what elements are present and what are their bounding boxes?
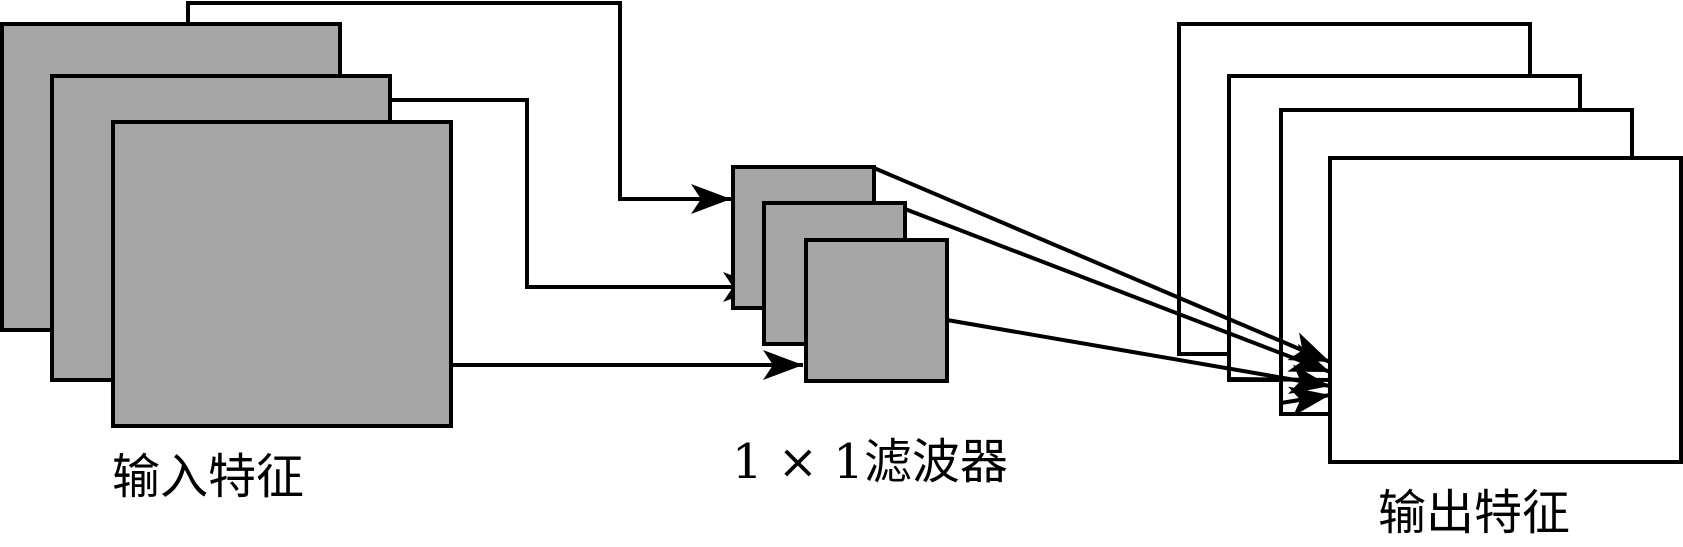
input-map-3 xyxy=(111,120,453,428)
connector-map1-filter1 xyxy=(186,1,731,214)
input-to-filter-connectors xyxy=(186,1,803,380)
output-features-label: 输出特征 xyxy=(1378,485,1571,541)
filter-to-output-connectors xyxy=(873,166,1331,417)
connector-filter-output-lower xyxy=(1228,377,1331,382)
output-map-4 xyxy=(1328,156,1683,464)
filter-stack xyxy=(731,165,949,383)
input-features-label: 输入特征 xyxy=(112,449,305,505)
input-feature-stack xyxy=(0,22,453,428)
filter-label: 1 × 1滤波器 xyxy=(732,434,1008,490)
connector-filter2-output xyxy=(904,207,1331,374)
output-feature-stack xyxy=(1177,22,1683,464)
connector-map2-filter2 xyxy=(390,98,763,302)
connector-filter1-output xyxy=(873,166,1331,364)
connector-output-edge xyxy=(1280,386,1331,417)
connector-filter3-output xyxy=(946,318,1331,394)
filter-3 xyxy=(804,238,949,383)
